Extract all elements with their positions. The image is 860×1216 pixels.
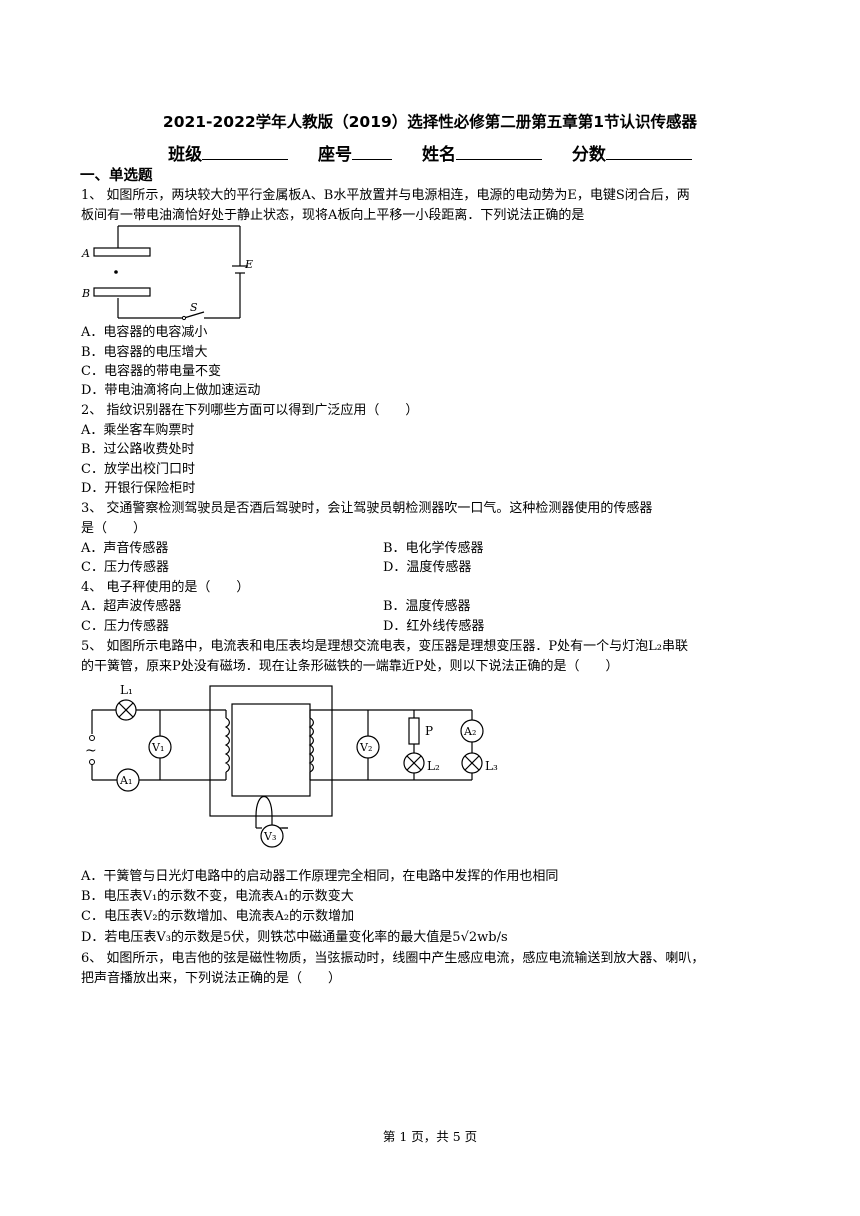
voltmeter-v3-label: V₃ — [263, 830, 276, 843]
switch-label: S — [190, 301, 198, 314]
voltmeter-v1-label: V₁ — [151, 741, 164, 754]
q1-capacitor-circuit-figure: A B E S — [81, 225, 253, 321]
q4-option-d: D．红外线传感器 — [383, 619, 485, 634]
q5-option-d: D．若电压表V₃的示数是5伏，则铁芯中磁通量变化率的最大值是5√2wb/s — [81, 930, 508, 945]
q1-option-b: B．电容器的电压增大 — [81, 345, 208, 360]
q1-stem-line1: 1、 如图所示，两块较大的平行金属板A、B水平放置并与电源相连，电源的电动势为E… — [81, 188, 690, 203]
page-footer: 第 1 页，共 5 页 — [382, 1129, 478, 1144]
q4-option-a: A．超声波传感器 — [81, 599, 182, 614]
score-label: 分数 — [571, 145, 606, 165]
lamp-l3 — [461, 752, 483, 774]
q3-stem-line2: 是（ ） — [81, 521, 147, 536]
q5-stem-line1: 5、 如图所示电路中，电流表和电压表均是理想交流电表，变压器是理想变压器．P处有… — [81, 639, 688, 654]
q3-stem-line1: 3、 交通警察检测驾驶员是否酒后驾驶时，会让驾驶员朝检测器吹一口气。这种检测器使… — [81, 501, 653, 516]
q2-option-d: D．开银行保险柜时 — [81, 481, 196, 496]
lamp-l3-label: L₃ — [485, 759, 498, 773]
voltmeter-v1 — [148, 735, 172, 759]
lamp-l1-label: L₁ — [120, 683, 133, 697]
ammeter-a2 — [460, 719, 484, 743]
lamp-l2 — [403, 752, 425, 774]
q5-option-b: B．电压表V₁的示数不变，电流表A₁的示数变大 — [81, 889, 354, 904]
q3-option-d: D．温度传感器 — [383, 560, 472, 575]
reed-switch-p-label: P — [425, 724, 433, 738]
q3-option-b: B．电化学传感器 — [383, 541, 484, 556]
section-heading: 一、单选题 — [80, 168, 153, 184]
reed-switch-p — [408, 717, 420, 745]
voltmeter-v3 — [260, 824, 284, 848]
score-field: 分数 — [572, 140, 692, 165]
q2-option-c: C．放学出校门口时 — [81, 462, 195, 477]
plate-b-label: B — [81, 287, 90, 300]
seat-blank — [352, 143, 393, 160]
q5-stem-line2: 的干簧管，原来P处没有磁场．现在让条形磁铁的一端靠近P处，则以下说法正确的是（ … — [81, 659, 619, 674]
class-blank — [202, 143, 289, 160]
q4-option-c: C．压力传感器 — [81, 619, 169, 634]
name-field: 姓名 — [422, 140, 542, 165]
ammeter-a1-label: A₁ — [119, 774, 132, 787]
q5-transformer-circuit-figure: ~ L₁ V₁ A₁ V₂ P L₂ A₂ — [85, 683, 498, 848]
score-blank — [605, 143, 692, 160]
lamp-l1 — [115, 699, 137, 721]
q2-option-b: B．过公路收费处时 — [81, 442, 195, 457]
q3-option-c: C．压力传感器 — [81, 560, 169, 575]
q6-stem-line2: 把声音播放出来，下列说法正确的是（ ） — [81, 971, 342, 986]
q6-stem-line1: 6、 如图所示，电吉他的弦是磁性物质，当弦振动时，线圈中产生感应电流，感应电流输… — [81, 951, 705, 966]
lamp-l2-label: L₂ — [427, 759, 440, 773]
page-title: 2021-2022学年人教版（2019）选择性必修第二册第五章第1节认识传感器 — [162, 113, 698, 131]
ac-source-symbol: ~ — [85, 743, 97, 759]
q1-option-a: A．电容器的电容减小 — [81, 325, 208, 340]
class-field: 班级 — [168, 140, 289, 165]
q3-option-a: A．声音传感器 — [81, 541, 169, 556]
q4-option-b: B．温度传感器 — [383, 599, 471, 614]
q5-option-a: A．干簧管与日光灯电路中的启动器工作原理完全相同，在电路中发挥的作用也相同 — [81, 869, 559, 884]
student-info-row: 班级 座号 姓名 分数 — [0, 140, 860, 165]
q2-option-a: A．乘坐客车购票时 — [81, 423, 195, 438]
q2-stem: 2、 指纹识别器在下列哪些方面可以得到广泛应用（ ） — [81, 403, 419, 418]
seat-field: 座号 — [318, 140, 393, 165]
q1-option-d: D．带电油滴将向上做加速运动 — [81, 383, 261, 398]
voltmeter-v2-label: V₂ — [359, 741, 372, 754]
seat-label: 座号 — [318, 145, 353, 165]
name-blank — [455, 143, 542, 160]
ammeter-a2-label: A₂ — [463, 725, 476, 738]
ammeter-a1 — [116, 768, 140, 792]
name-label: 姓名 — [421, 145, 456, 165]
q1-option-c: C．电容器的带电量不变 — [81, 364, 221, 379]
voltmeter-v2 — [356, 735, 380, 759]
q1-stem-line2: 板间有一带电油滴恰好处于静止状态，现将A板向上平移一小段距离．下列说法正确的是 — [81, 208, 585, 223]
q5-option-c: C．电压表V₂的示数增加、电流表A₂的示数增加 — [81, 909, 355, 924]
plate-a-label: A — [81, 247, 90, 260]
q4-stem: 4、 电子秤使用的是（ ） — [81, 580, 250, 595]
class-label: 班级 — [168, 145, 203, 165]
emf-label: E — [244, 258, 253, 271]
